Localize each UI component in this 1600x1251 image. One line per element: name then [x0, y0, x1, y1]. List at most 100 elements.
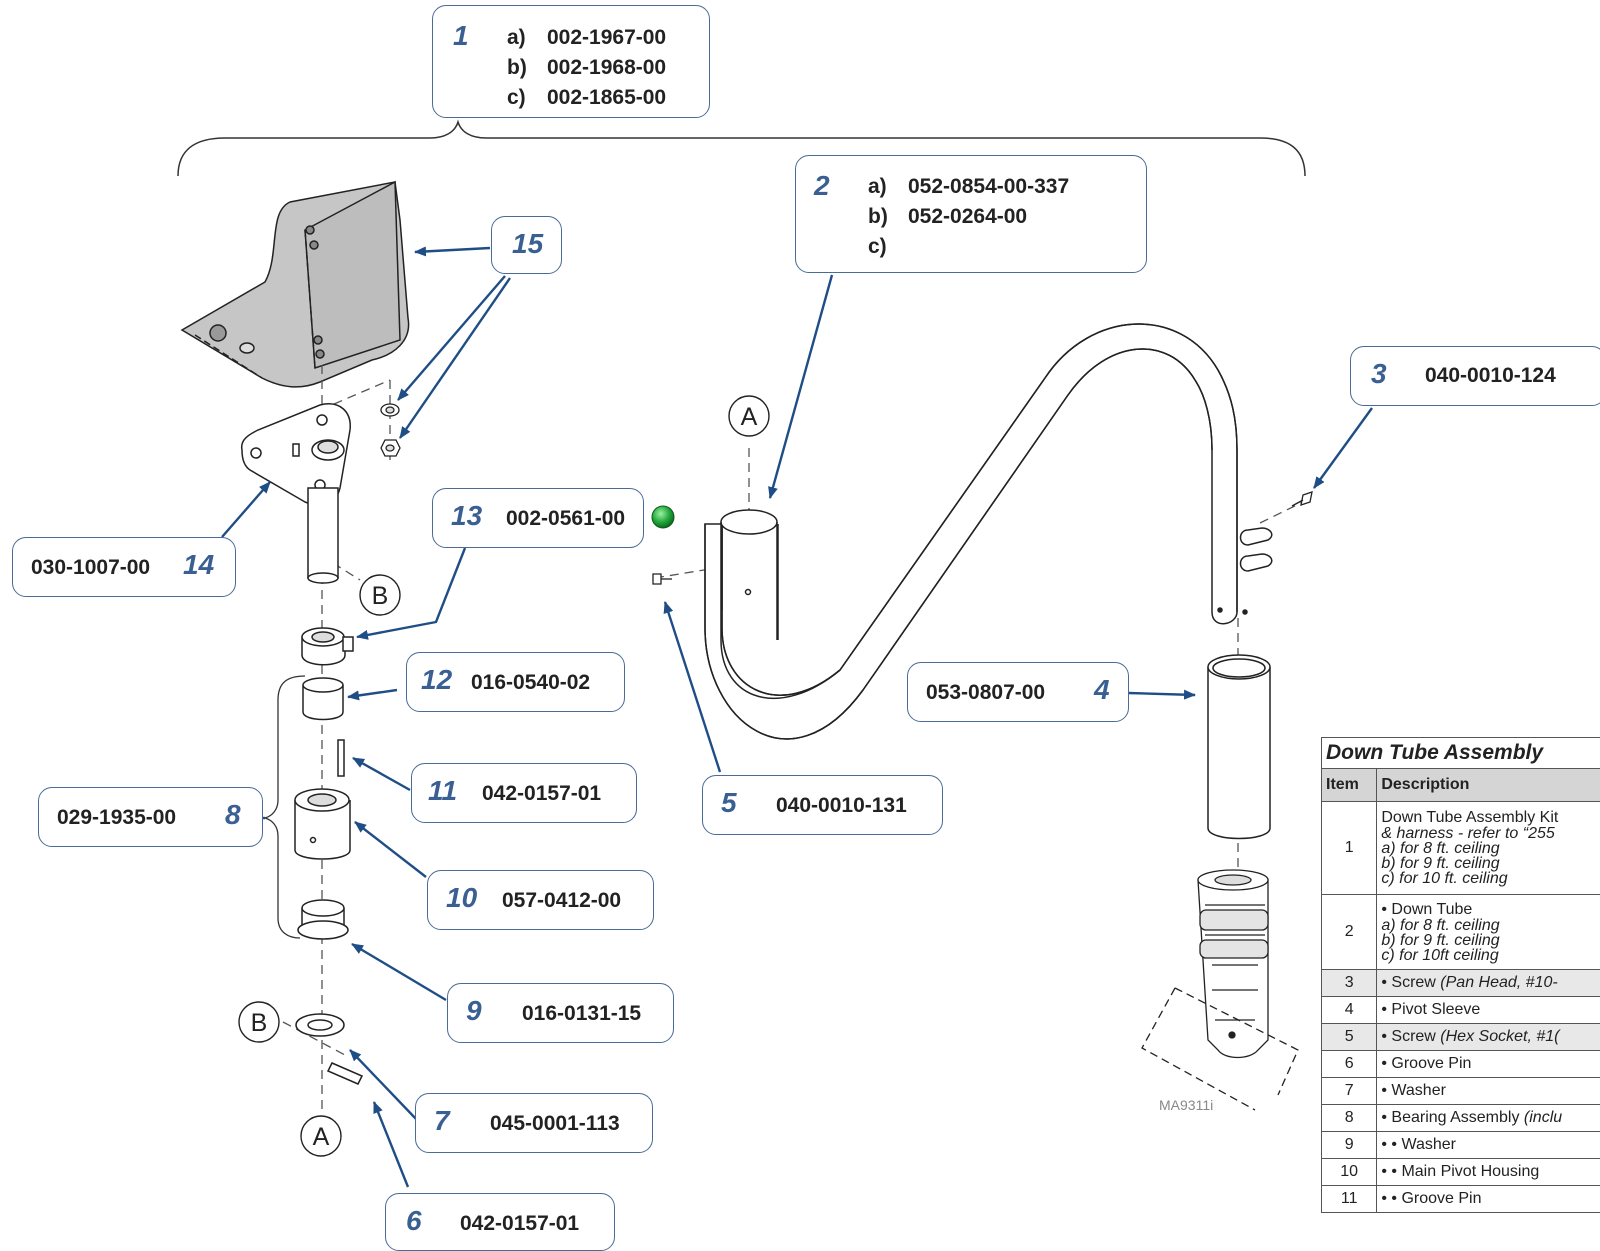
part-number: 042-0157-01 [482, 782, 602, 805]
leader-arrows [221, 246, 1373, 1188]
row-description: • Bearing Assembly [1381, 1109, 1520, 1126]
callout-12: 12 016-0540-02 [406, 652, 625, 712]
callout-9: 9 016-0131-15 [447, 983, 674, 1043]
callout-number: 6 [406, 1205, 422, 1236]
column-header-description: Description [1376, 768, 1600, 802]
item-number: 9 [1320, 1131, 1378, 1159]
variant-letter: c) [507, 86, 526, 109]
marker-b-lower: B [238, 1001, 280, 1043]
down-tube [704, 323, 1273, 740]
item-number: 10 [1320, 1158, 1378, 1186]
row-description: • Pivot Sleeve [1381, 1001, 1481, 1018]
row-note: (inclu [1523, 1109, 1563, 1126]
row-detail: c) for 10 ft. ceiling [1381, 870, 1508, 887]
row-description: • • Groove Pin [1381, 1190, 1482, 1207]
row-description: • Screw [1381, 1028, 1436, 1045]
table-row: 7 • Washer [1320, 1077, 1600, 1105]
callout-11: 11 042-0157-01 [411, 763, 637, 823]
callout-15: 15 [491, 216, 562, 274]
part-number: 030-1007-00 [31, 556, 151, 579]
table-row: 3 • Screw (Pan Head, #10- [1320, 969, 1600, 997]
part-number: 016-0540-02 [471, 671, 591, 694]
callout-8: 029-1935-00 8 [38, 787, 263, 847]
item-number: 2 [1320, 894, 1378, 970]
part-number: 057-0412-00 [502, 889, 622, 912]
nut-and-washer [380, 403, 401, 457]
svg-text:A: A [741, 403, 758, 431]
item-number: 1 [1320, 801, 1378, 895]
part-number: 052-0854-00-337 [908, 175, 1070, 198]
callout-6: 6 042-0157-01 [385, 1193, 615, 1251]
row-detail: a) for 8 ft. ceiling [1381, 840, 1500, 857]
bearing-stack [294, 627, 364, 1085]
row-description: Down Tube Assembly Kit [1381, 809, 1559, 826]
item-number: 3 [1320, 969, 1378, 997]
callout-2: 2 a)052-0854-00-337 b)052-0264-00 c) [795, 155, 1147, 273]
callout-7: 7 045-0001-113 [415, 1093, 653, 1153]
table-row: 9 • • Washer [1320, 1131, 1600, 1159]
part-number: 002-0561-00 [506, 507, 626, 530]
part-list: a)052-0854-00-337 b)052-0264-00 c) [868, 172, 1069, 262]
part-number: 002-1968-00 [547, 56, 667, 79]
callout-number: 4 [1094, 674, 1110, 705]
table-row: 8 • Bearing Assembly (inclu [1320, 1104, 1600, 1132]
table-row: 4 • Pivot Sleeve [1320, 996, 1600, 1024]
row-description: • • Washer [1381, 1136, 1456, 1153]
row-description: • Screw [1381, 974, 1436, 991]
part-number: 002-1967-00 [547, 26, 667, 49]
callout-13: 13 002-0561-00 [432, 488, 644, 548]
row-detail: b) for 9 ft. ceiling [1381, 855, 1500, 872]
part-number: 040-0010-124 [1425, 364, 1556, 387]
callout-3: 3 040-0010-124 [1350, 346, 1600, 406]
callout-number: 14 [183, 549, 215, 580]
variant-letter: b) [868, 205, 888, 228]
row-description: • Down Tube [1381, 900, 1473, 918]
small-screws [652, 491, 1313, 585]
variant-letter: c) [868, 235, 887, 258]
pivot-sleeve [1207, 654, 1271, 840]
row-description: • • Main Pivot Housing [1381, 1163, 1540, 1180]
table-row: 11 • • Groove Pin [1320, 1185, 1600, 1213]
row-detail: a) for 8 ft. ceiling [1381, 916, 1500, 934]
callout-10: 10 057-0412-00 [427, 870, 654, 930]
row-description: • Groove Pin [1381, 1055, 1472, 1072]
part-number: 052-0264-00 [908, 205, 1028, 228]
part-number: 016-0131-15 [522, 1002, 642, 1025]
callout-number: 2 [814, 170, 830, 201]
item-number: 8 [1320, 1104, 1378, 1132]
callout-number: 5 [721, 787, 737, 818]
marker-a-top: A [728, 395, 770, 437]
callout-number: 13 [451, 500, 483, 531]
callout-number: 12 [421, 664, 453, 695]
callout-number: 10 [446, 882, 478, 913]
marker-b-right: B [359, 574, 401, 616]
part-number: 040-0010-131 [776, 794, 907, 817]
table-row: 6 • Groove Pin [1320, 1050, 1600, 1078]
drawing-id: MA9311i [1159, 1097, 1214, 1113]
parts-table: Down Tube Assembly Item Description 1 Do… [1320, 737, 1600, 1213]
table-row: 5 • Screw (Hex Socket, #1( [1320, 1023, 1600, 1051]
part-number: 029-1935-00 [57, 806, 177, 829]
column-header-item: Item [1320, 768, 1378, 802]
callout-number: 15 [512, 228, 544, 259]
callout-number: 11 [428, 775, 458, 806]
svg-text:B: B [251, 1009, 268, 1037]
item-number: 7 [1320, 1077, 1378, 1105]
part-number: 045-0001-113 [490, 1112, 620, 1135]
part-number: 053-0807-00 [926, 681, 1046, 704]
svg-text:B: B [372, 582, 389, 610]
lower-pivot-hub [1141, 869, 1299, 1111]
row-description: • Washer [1381, 1082, 1446, 1099]
callout-number: 7 [434, 1105, 450, 1136]
row-detail: & harness - refer to “255 [1381, 825, 1555, 842]
row-detail: c) for 10ft ceiling [1381, 946, 1499, 964]
assembly-bracket [177, 119, 1306, 177]
row-note: (Pan Head, #10- [1440, 974, 1558, 991]
item-number: 6 [1320, 1050, 1378, 1078]
callout-4: 053-0807-00 4 [907, 662, 1129, 722]
callout-5: 5 040-0010-131 [702, 775, 943, 835]
callout-number: 9 [466, 995, 482, 1026]
ceiling-mount-plate [180, 180, 410, 388]
row-detail: b) for 9 ft. ceiling [1381, 931, 1500, 949]
